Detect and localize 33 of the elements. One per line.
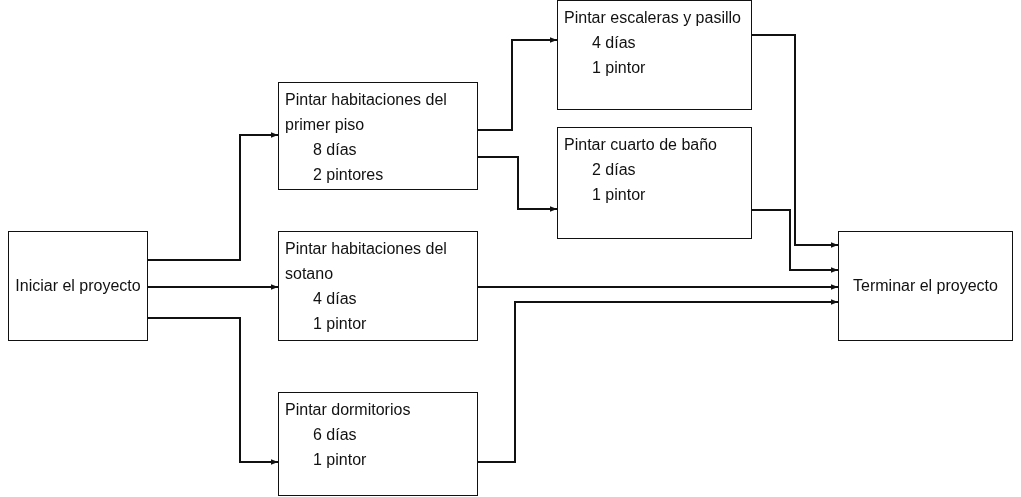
task-detail: 1 pintor	[312, 450, 368, 470]
task-detail: 1 pintor	[591, 58, 647, 78]
process-box	[278, 231, 478, 341]
process-box	[557, 0, 752, 110]
process-box	[8, 231, 148, 341]
arrow	[477, 284, 839, 290]
arrow	[477, 299, 839, 463]
task-title: Pintar escaleras y pasillo	[564, 8, 742, 28]
task-title: Pintar cuarto de baño	[564, 135, 718, 155]
process-box	[278, 392, 478, 496]
task-detail: 2 pintores	[312, 165, 385, 185]
task-title: Pintar dormitorios	[285, 400, 412, 420]
arrow	[477, 37, 558, 131]
task-title: Iniciar el proyecto	[15, 276, 141, 296]
task-detail: 1 pintor	[312, 314, 368, 334]
task-title: Pintar habitaciones del sotano	[285, 239, 448, 284]
task-detail: 4 días	[312, 289, 358, 309]
task-detail: 2 días	[591, 160, 637, 180]
arrow	[147, 317, 279, 465]
arrow	[751, 34, 839, 248]
arrow	[751, 209, 839, 273]
process-box	[838, 231, 1013, 341]
process-box	[557, 127, 752, 239]
task-detail: 4 días	[591, 33, 637, 53]
task-title: Terminar el proyecto	[853, 276, 998, 296]
task-detail: 1 pintor	[591, 185, 647, 205]
task-detail: 8 días	[312, 140, 358, 160]
task-title: Pintar habitaciones del primer piso	[285, 90, 448, 135]
task-detail: 6 días	[312, 425, 358, 445]
process-box	[278, 82, 478, 190]
arrow	[477, 156, 558, 212]
arrow	[147, 132, 279, 261]
arrow	[147, 284, 279, 290]
